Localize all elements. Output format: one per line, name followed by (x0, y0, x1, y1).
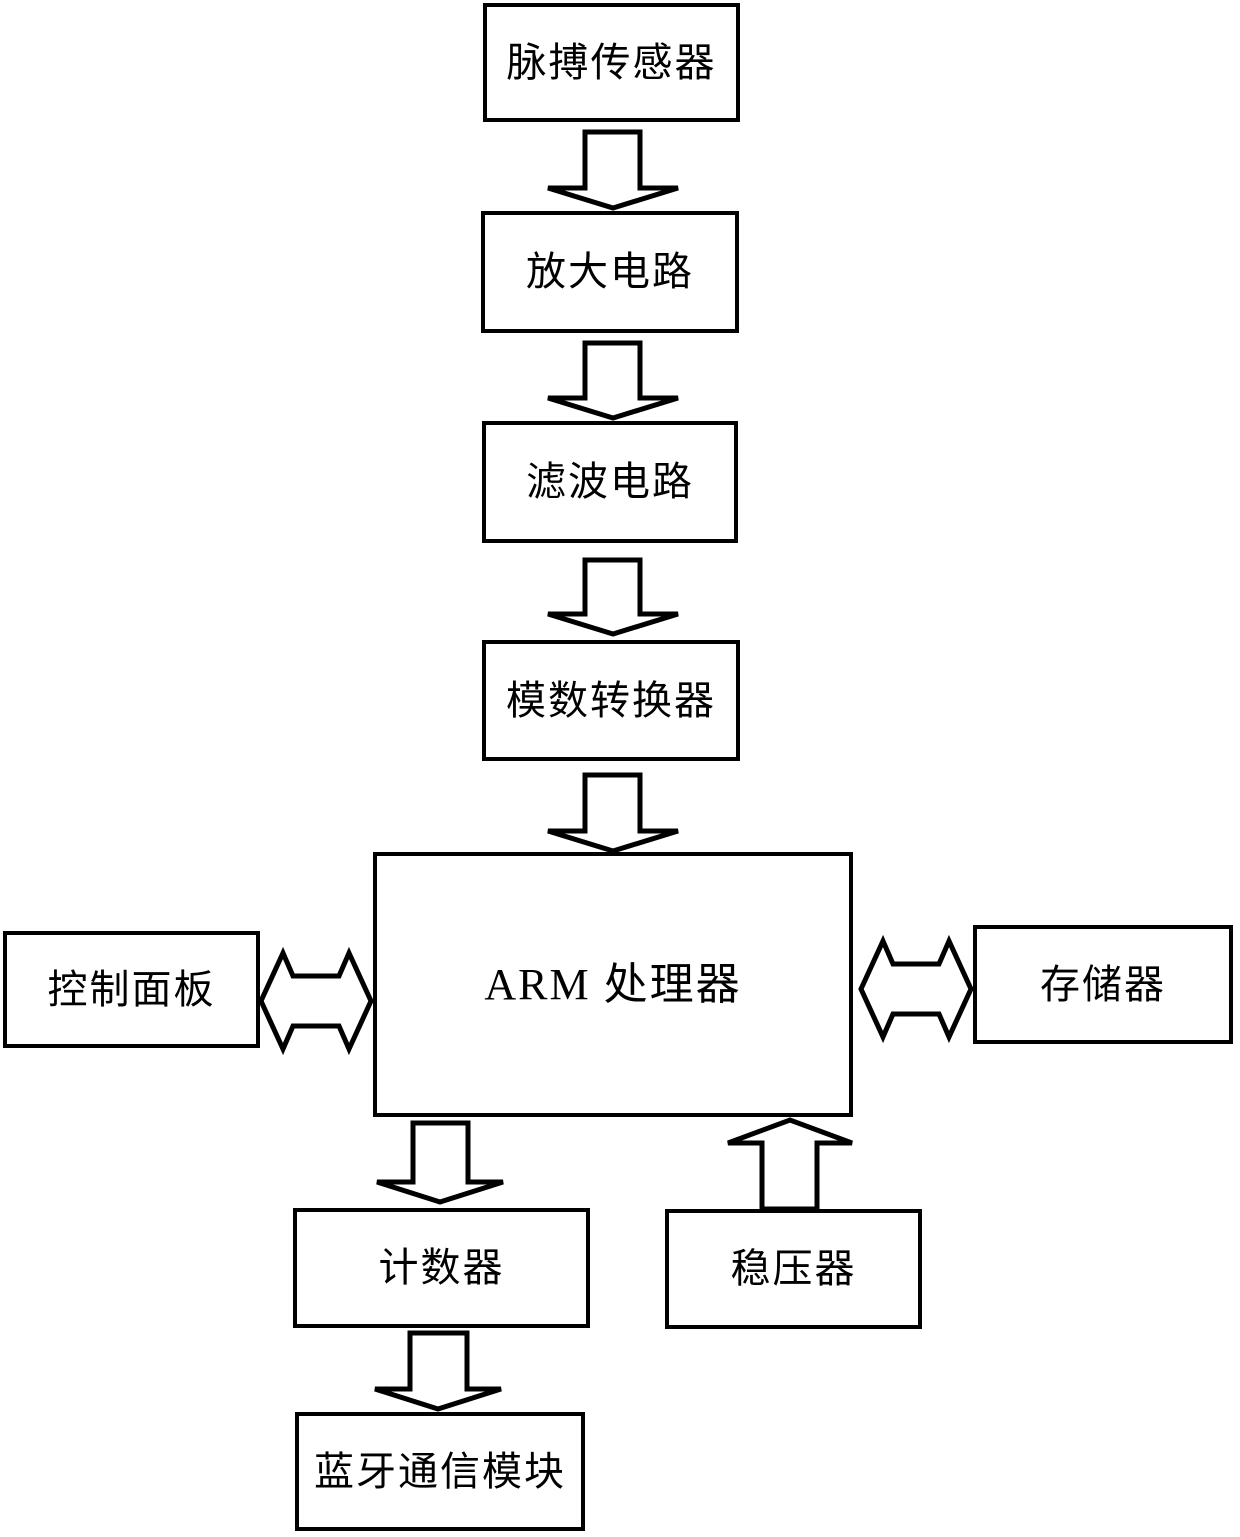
arrow-counter-to-bluetooth (374, 1330, 502, 1412)
arrow-controlpanel-arm-bidirectional (258, 946, 374, 1056)
node-adc-label: 模数转换器 (506, 677, 716, 723)
node-amplifier-label: 放大电路 (526, 249, 694, 294)
node-counter: 计数器 (293, 1208, 590, 1328)
node-regulator-label: 稳压器 (730, 1246, 857, 1291)
node-adc: 模数转换器 (482, 640, 740, 761)
arrow-regulator-to-arm (727, 1117, 853, 1212)
node-control-panel: 控制面板 (3, 931, 260, 1048)
node-pulse-sensor-label: 脉搏传感器 (506, 39, 717, 85)
node-amplifier: 放大电路 (481, 211, 739, 333)
arrow-adc-to-arm (547, 772, 679, 854)
arrow-filter-to-adc (547, 557, 679, 637)
node-control-panel-label: 控制面板 (47, 966, 216, 1012)
node-memory-label: 存储器 (1040, 961, 1166, 1007)
node-memory: 存储器 (973, 925, 1233, 1044)
arrow-pulse-to-amplifier (547, 129, 679, 211)
node-pulse-sensor: 脉搏传感器 (483, 3, 740, 122)
node-arm-processor-label: ARM 处理器 (484, 959, 742, 1009)
node-arm-processor: ARM 处理器 (373, 852, 853, 1117)
node-bluetooth-module-label: 蓝牙通信模块 (314, 1448, 566, 1494)
node-counter-label: 计数器 (378, 1245, 505, 1290)
node-bluetooth-module: 蓝牙通信模块 (295, 1412, 585, 1531)
arrow-amplifier-to-filter (547, 340, 679, 421)
arrow-arm-to-counter (376, 1120, 504, 1205)
node-filter: 滤波电路 (482, 421, 738, 543)
arrow-arm-memory-bidirectional (858, 934, 974, 1044)
node-filter-label: 滤波电路 (526, 459, 694, 504)
node-regulator: 稳压器 (665, 1209, 922, 1329)
